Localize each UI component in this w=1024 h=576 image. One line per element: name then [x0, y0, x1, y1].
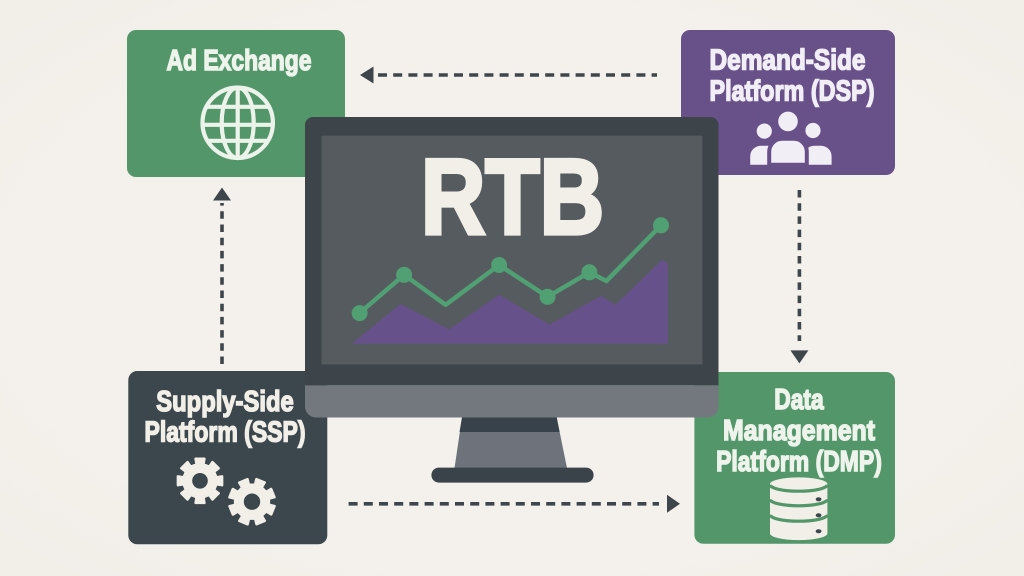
svg-text:Supply-Side: Supply-Side — [156, 386, 293, 418]
svg-text:Data: Data — [774, 384, 824, 416]
svg-text:Platform (DMP): Platform (DMP) — [716, 446, 882, 478]
svg-text:Demand-Side: Demand-Side — [710, 45, 866, 77]
svg-text:Platform (DSP): Platform (DSP) — [710, 76, 875, 108]
svg-text:Management: Management — [723, 415, 875, 447]
svg-text:RTB: RTB — [421, 137, 604, 257]
svg-text:Platform (SSP): Platform (SSP) — [145, 417, 306, 449]
svg-text:Ad Exchange: Ad Exchange — [167, 45, 312, 77]
